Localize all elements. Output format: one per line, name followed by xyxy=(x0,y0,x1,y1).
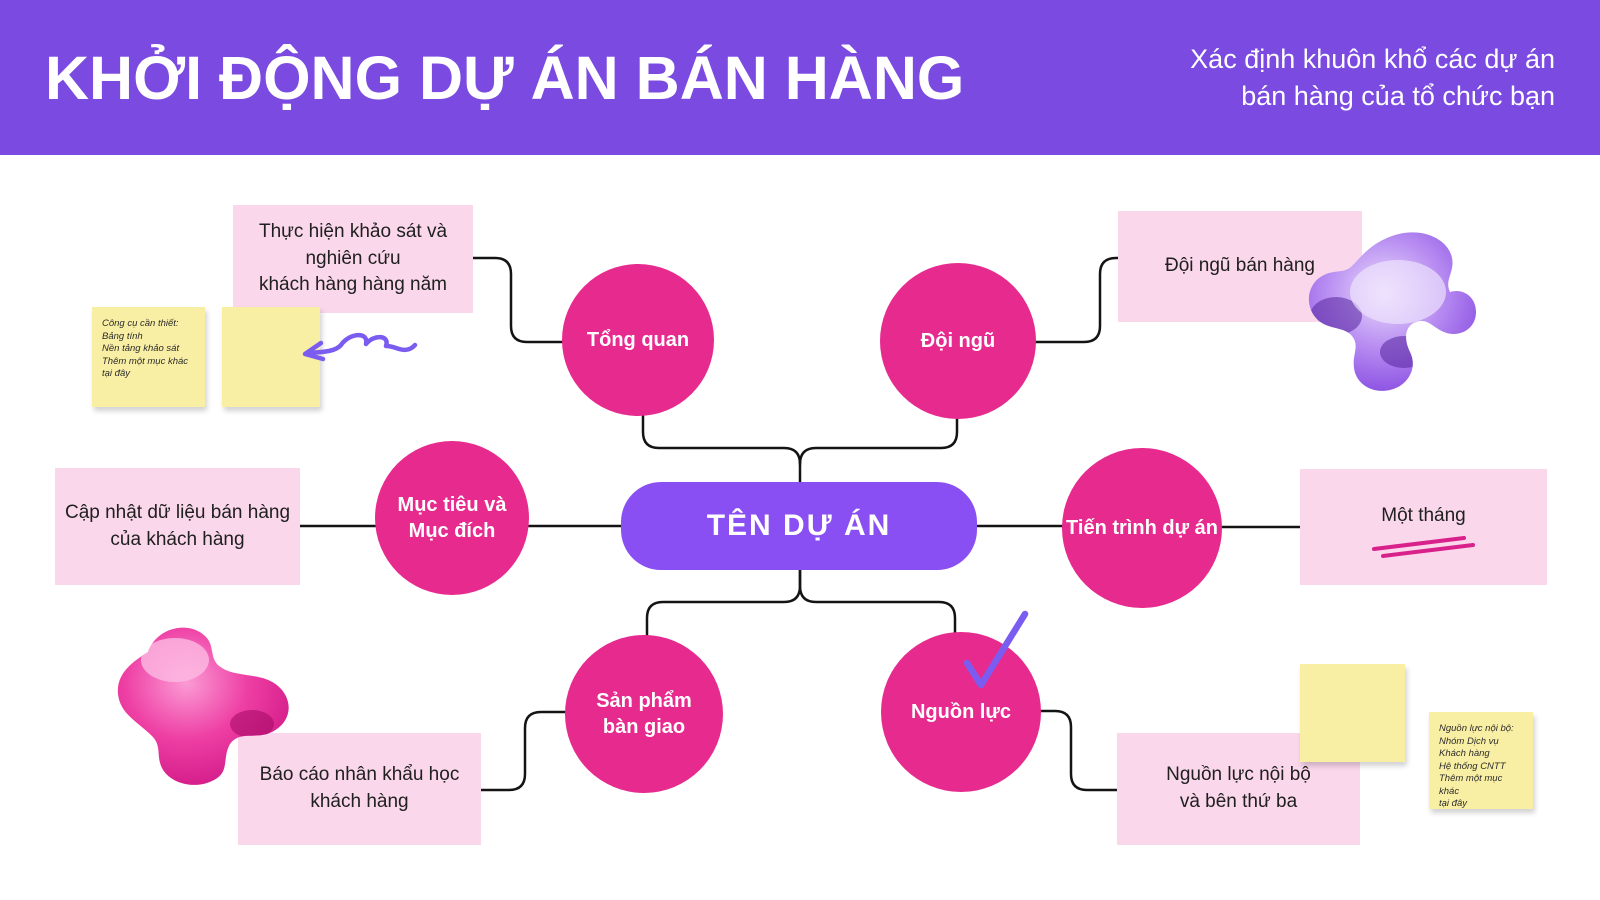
leaf-box-customer-sales-data[interactable]: Cập nhật dữ liệu bán hàng của khách hàng xyxy=(55,468,300,585)
leaf-box-label: Thực hiện khảo sát và nghiên cứu khách h… xyxy=(258,221,448,296)
leaf-box-label: Cập nhật dữ liệu bán hàng của khách hàng xyxy=(64,501,291,550)
leaf-box-one-month[interactable]: Một tháng xyxy=(1300,469,1547,585)
circle-node-overview[interactable]: Tổng quan xyxy=(562,264,714,416)
connector-khao-sat-to-tong-quan xyxy=(471,256,574,344)
leaf-box-label: Một tháng xyxy=(1381,504,1466,526)
connector-nguon-luc-to-box xyxy=(1032,709,1121,792)
circle-label: Tiến trình dự án xyxy=(1066,517,1218,539)
central-node-project-name[interactable]: TÊN DỰ ÁN xyxy=(621,482,977,570)
circle-node-deliverables[interactable]: Sản phẩm bàn giao xyxy=(565,635,723,793)
leaf-box-sales-team[interactable]: Đội ngũ bán hàng xyxy=(1118,211,1362,322)
leaf-box-annual-survey[interactable]: Thực hiện khảo sát và nghiên cứu khách h… xyxy=(233,205,473,313)
squiggle-arrow-decoration xyxy=(302,332,418,362)
leaf-box-internal-thirdparty-resources[interactable]: Nguồn lực nội bộ và bên thứ ba xyxy=(1117,733,1360,845)
central-node-label: TÊN DỰ ÁN xyxy=(706,509,892,542)
sticky-note-empty[interactable] xyxy=(1300,664,1405,762)
sticky-note-text: Công cụ cần thiết: Bảng tính Nền tảng kh… xyxy=(102,318,189,380)
sticky-note-resources[interactable]: Nguồn lực nội bộ: Nhóm Dịch vụ Khách hàn… xyxy=(1429,712,1533,809)
connector-tong-quan-to-center xyxy=(641,408,802,488)
circle-node-resources[interactable]: Nguồn lực xyxy=(881,632,1041,792)
page-title: KHỞI ĐỘNG DỰ ÁN BÁN HÀNG xyxy=(45,43,965,112)
sticky-note-text: Nguồn lực nội bộ: Nhóm Dịch vụ Khách hàn… xyxy=(1439,723,1514,810)
sticky-note-tools[interactable]: Công cụ cần thiết: Bảng tính Nền tảng kh… xyxy=(92,307,205,407)
sticky-note-empty[interactable] xyxy=(222,307,320,407)
header-banner: KHỞI ĐỘNG DỰ ÁN BÁN HÀNG Xác định khuôn … xyxy=(0,0,1600,155)
circle-node-goals[interactable]: Mục tiêu và Mục đích xyxy=(375,441,529,595)
circle-label: Mục tiêu và Mục đích xyxy=(397,494,507,542)
circle-node-timeline[interactable]: Tiến trình dự án xyxy=(1062,448,1222,608)
leaf-box-label: Nguồn lực nội bộ và bên thứ ba xyxy=(1166,764,1311,812)
leaf-box-label: Báo cáo nhân khẩu học khách hàng xyxy=(259,764,460,812)
connector-center-to-nguon-luc xyxy=(798,564,957,642)
page-subtitle: Xác định khuôn khổ các dự án bán hàng củ… xyxy=(1190,44,1555,111)
connector-doi-ngu-to-box xyxy=(1028,256,1122,344)
leaf-box-demographic-report[interactable]: Báo cáo nhân khẩu học khách hàng xyxy=(238,733,481,845)
connector-doi-ngu-to-center xyxy=(798,410,959,466)
leaf-box-label: Đội ngũ bán hàng xyxy=(1164,255,1315,277)
connector-center-to-san-pham xyxy=(645,564,802,644)
circle-node-team[interactable]: Đội ngũ xyxy=(880,263,1036,419)
circle-label: Đội ngũ xyxy=(920,330,996,352)
connector-san-pham-to-bao-cao xyxy=(477,710,574,792)
circle-label: Sản phẩm bàn giao xyxy=(596,690,692,738)
circle-label: Tổng quan xyxy=(586,329,690,351)
circle-label: Nguồn lực xyxy=(910,701,1012,723)
